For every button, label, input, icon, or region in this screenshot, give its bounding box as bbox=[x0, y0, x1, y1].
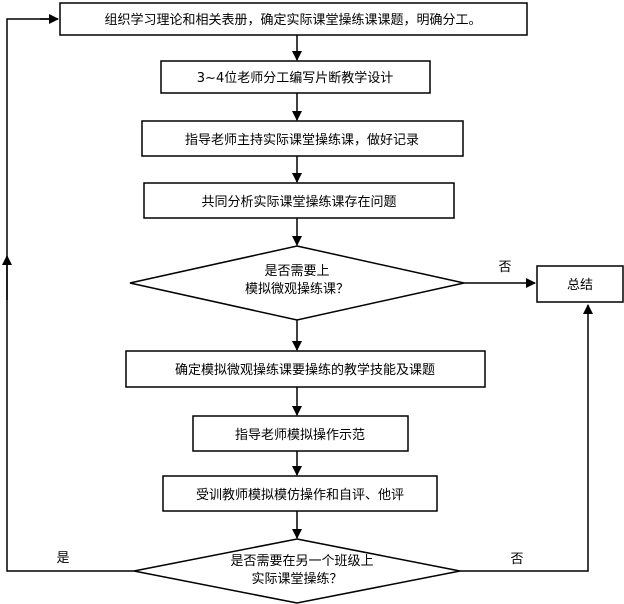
step-write-design-label: 3~4位老师分工编写片断教学设计 bbox=[197, 70, 393, 86]
step-analyze-problems-label: 共同分析实际课堂操练课存在问题 bbox=[201, 194, 396, 210]
label-yes: 是 bbox=[56, 551, 69, 566]
summary-box: 总结 bbox=[536, 265, 624, 303]
arrow-decision2-loop-line bbox=[6, 18, 134, 572]
step-host-practice: 指导老师主持实际课堂操练课，做好记录 bbox=[141, 120, 464, 157]
decision-simulation-needed-line1: 是否需要上 bbox=[264, 264, 329, 279]
decision-another-class-line1: 是否需要在另一个班级上 bbox=[230, 554, 373, 569]
step-organize-learning: 组织学习理论和相关表册，确定实际课堂操练课课题，明确分工。 bbox=[59, 2, 528, 36]
decision-simulation-needed-line2: 模拟微观操练课？ bbox=[245, 281, 349, 297]
step-trainee-practice-label: 受训教师模拟模仿操作和自评、他评 bbox=[196, 487, 404, 503]
step-host-practice-label: 指导老师主持实际课堂操练课，做好记录 bbox=[185, 132, 419, 148]
step-organize-learning-label: 组织学习理论和相关表册，确定实际课堂操练课课题，明确分工。 bbox=[104, 12, 481, 28]
step-analyze-problems: 共同分析实际课堂操练课存在问题 bbox=[143, 182, 455, 219]
arrow-decision2-summary bbox=[460, 304, 593, 572]
step-determine-skills-label: 确定模拟微观操练课要操练的教学技能及课题 bbox=[175, 362, 435, 378]
step-trainee-practice: 受训教师模拟模仿操作和自评、他评 bbox=[162, 475, 438, 512]
step-determine-skills: 确定模拟微观操练课要操练的教学技能及课题 bbox=[125, 350, 486, 388]
decision-simulation-needed: 是否需要上 模拟微观操练课？ bbox=[129, 245, 465, 321]
label-no-1: 否 bbox=[498, 260, 511, 275]
step-demonstration-label: 指导老师模拟操作示范 bbox=[235, 427, 365, 443]
decision-another-class-line2: 实际课堂操练？ bbox=[251, 571, 342, 587]
decision-another-class: 是否需要在另一个班级上 实际课堂操练？ bbox=[133, 538, 461, 604]
summary-label: 总结 bbox=[567, 278, 593, 293]
step-write-design: 3~4位老师分工编写片断教学设计 bbox=[160, 60, 431, 94]
step-demonstration: 指导老师模拟操作示范 bbox=[192, 415, 409, 452]
label-no-2: 否 bbox=[510, 552, 523, 567]
